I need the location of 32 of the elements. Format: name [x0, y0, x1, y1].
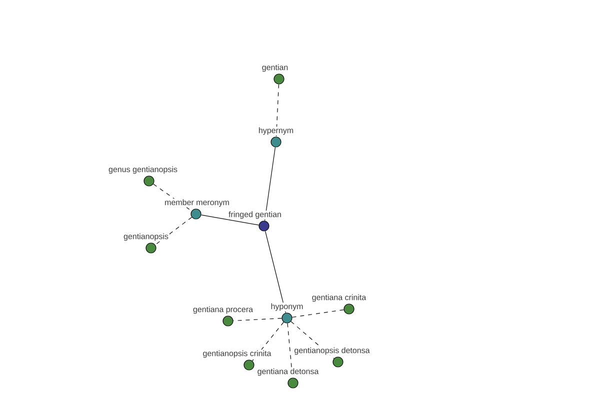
node-dot — [222, 316, 234, 326]
node-label: gentian — [261, 64, 289, 72]
edge-line — [233, 318, 282, 322]
node-label: gentiana crinita — [311, 294, 367, 302]
node-dot — [146, 242, 156, 254]
node-label: genus gentianopsis — [108, 166, 178, 174]
node-dot — [332, 356, 344, 368]
node-label: gentianopsis detonsa — [294, 346, 370, 356]
node-label: member meronym — [164, 198, 230, 208]
node-label: hyponym — [270, 302, 304, 312]
node-dot — [270, 136, 282, 148]
node-dot — [344, 304, 354, 314]
node-dot — [288, 378, 298, 388]
edge-line — [264, 146, 276, 222]
node-label: gentiana detonsa — [256, 368, 320, 376]
edge-line — [200, 214, 260, 226]
node-dot — [190, 208, 202, 220]
node-label: gentiana procera — [192, 306, 254, 314]
node-dot — [244, 360, 254, 370]
edge-line — [276, 84, 280, 138]
node-label: gentianopsis crinita — [202, 350, 272, 358]
node-dot — [282, 312, 292, 324]
edge-line — [252, 322, 284, 362]
edge-line — [265, 230, 286, 314]
node-label: fringed gentian — [228, 210, 282, 220]
node-dot — [144, 176, 154, 186]
node-dot — [274, 74, 284, 84]
edge-line — [154, 216, 192, 246]
node-dot — [258, 220, 270, 232]
node-label: gentianopsis — [122, 232, 170, 242]
edge-line — [292, 309, 344, 318]
node-label: hypernym — [258, 126, 294, 136]
